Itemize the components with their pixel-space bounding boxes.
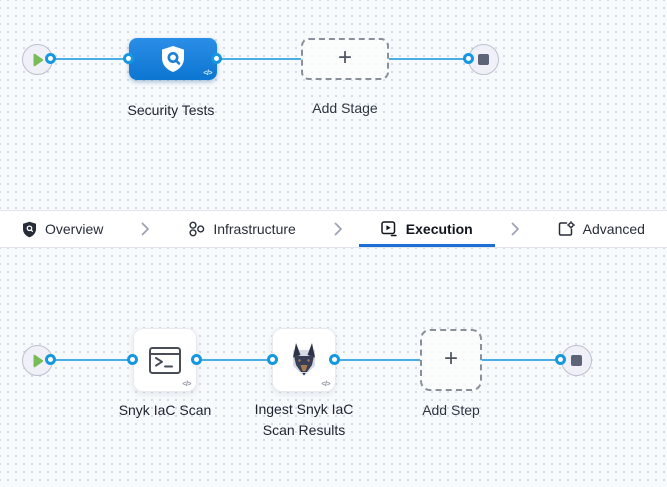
play-icon: [33, 354, 43, 367]
code-badge: </>: [203, 70, 212, 77]
connector-line: [389, 58, 469, 60]
execution-graph-canvas: </> </> + Snyk IaC Scan Ingest Snyk IaC …: [0, 248, 667, 487]
tab-separator: [141, 211, 150, 247]
tab-label: Advanced: [582, 221, 645, 237]
connector-line: [197, 359, 273, 361]
tab-advanced[interactable]: Advanced: [536, 211, 667, 247]
connector-point[interactable]: [127, 354, 138, 365]
shield-icon: [23, 221, 36, 237]
connector-point[interactable]: [191, 354, 202, 365]
infrastructure-icon: [189, 221, 205, 237]
plus-icon: +: [443, 345, 458, 372]
snyk-dog-icon: [293, 343, 315, 376]
tab-infrastructure[interactable]: Infrastructure: [166, 211, 317, 247]
stop-icon: [571, 355, 582, 366]
plus-icon: +: [337, 44, 352, 71]
tab-label: Infrastructure: [213, 221, 296, 237]
execution-start-node[interactable]: [22, 345, 53, 376]
tab-execution[interactable]: Execution: [358, 211, 495, 247]
connector-line: [217, 58, 301, 60]
chevron-right-icon: [511, 222, 519, 236]
stage-security-tests[interactable]: </>: [129, 38, 217, 80]
connector-point[interactable]: [463, 53, 474, 64]
terminal-icon: [149, 346, 181, 374]
code-badge: </>: [321, 381, 330, 388]
connector-point[interactable]: [45, 354, 56, 365]
chevron-right-icon: [334, 222, 342, 236]
step-label: Ingest Snyk IaC Scan Results: [254, 401, 354, 438]
chevron-right-icon: [141, 222, 150, 236]
connector-point[interactable]: [267, 354, 278, 365]
pipeline-end-node[interactable]: [468, 44, 499, 75]
connector-point[interactable]: [329, 354, 340, 365]
connector-line: [482, 359, 561, 361]
execution-icon: [381, 221, 397, 237]
connector-point[interactable]: [45, 53, 56, 64]
stage-label: Security Tests: [127, 102, 215, 118]
tab-label: Overview: [45, 221, 104, 237]
connector-line: [51, 359, 133, 361]
execution-end-node[interactable]: [561, 345, 592, 376]
tab-separator: [511, 211, 520, 247]
stop-icon: [478, 54, 489, 65]
connector-line: [51, 58, 129, 60]
security-shield-icon: [162, 46, 184, 72]
step-label: Snyk IaC Scan: [118, 402, 212, 418]
code-badge: </>: [182, 381, 191, 388]
connector-point[interactable]: [211, 53, 222, 64]
add-stage-button[interactable]: +: [301, 38, 389, 80]
tab-label: Execution: [405, 221, 473, 237]
tab-overview[interactable]: Overview: [0, 211, 125, 247]
add-step-label: Add Step: [422, 402, 480, 418]
connector-point[interactable]: [555, 354, 566, 365]
advanced-icon: [558, 221, 575, 236]
step-ingest-snyk-results[interactable]: </>: [272, 328, 336, 392]
stage-graph-canvas: </> + Security Tests Add Stage: [0, 0, 667, 210]
play-icon: [33, 53, 43, 66]
add-step-button[interactable]: +: [420, 329, 482, 391]
connector-point[interactable]: [123, 53, 134, 64]
connector-line: [335, 359, 420, 361]
step-snyk-iac-scan[interactable]: </>: [133, 328, 197, 392]
tab-separator: [334, 211, 343, 247]
add-stage-label: Add Stage: [312, 100, 378, 116]
stage-config-tabbar: Overview Infrastructure Execution: [0, 210, 667, 248]
